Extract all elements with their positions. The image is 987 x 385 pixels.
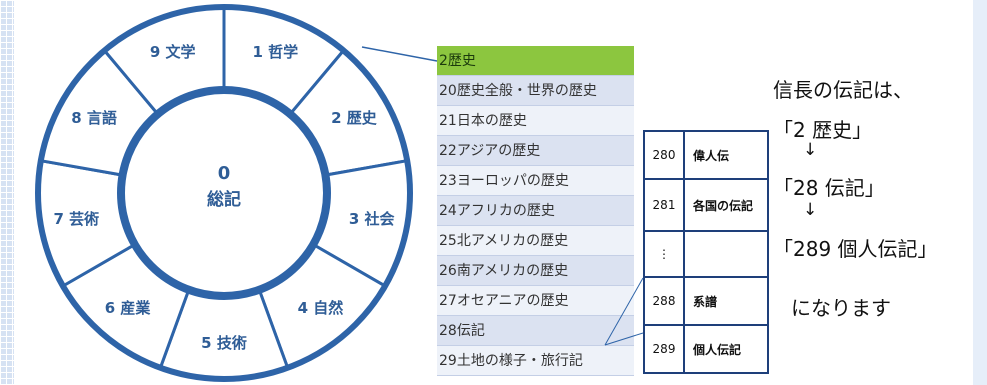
table-cell-number: 280	[645, 132, 685, 178]
list-item[interactable]: 29土地の様子・旅行記	[437, 346, 634, 376]
wheel-segment-label: 2 歴史	[331, 109, 378, 127]
table-row[interactable]: 280 偉人伝	[645, 132, 767, 180]
wheel-center-label: 総記	[207, 189, 241, 210]
table-row[interactable]: 281 各国の伝記	[645, 180, 767, 232]
wheel-segment-label: 9 文学	[150, 43, 196, 61]
table-cell-number: 288	[645, 278, 685, 324]
wheel-center-number: 0	[218, 163, 231, 184]
biography-detail-table: 280 偉人伝 281 各国の伝記 ⋮ 288 系譜 289 個人伝記	[643, 130, 769, 374]
table-row[interactable]: 289 個人伝記	[645, 326, 767, 372]
list-item[interactable]: 20歴史全般・世界の歴史	[437, 76, 634, 106]
table-cell-name: 個人伝記	[693, 342, 742, 357]
wheel-center-ring	[117, 86, 331, 300]
table-cell-number: 289	[645, 326, 685, 372]
classification-wheel: 1 哲学 2 歴史 3 社会 4 自然 5 技術 6 産業 7 芸術 8 言語 9 文学 0 総…	[35, 4, 413, 382]
table-cell-number: ⋮	[645, 232, 685, 276]
list-item[interactable]: 2歴史	[437, 46, 634, 76]
down-arrow-icon: ↓	[803, 200, 818, 220]
wheel-segment-label: 6 産業	[105, 299, 152, 317]
wheel-outer-ring	[35, 4, 413, 382]
explanation-step-biography: 「28 伝記」	[773, 176, 885, 200]
history-subdivision-list: 2歴史 20歴史全般・世界の歴史 21日本の歴史 22アジアの歴史 23ヨーロッ…	[437, 46, 634, 376]
list-item[interactable]: 28伝記	[437, 316, 634, 346]
down-arrow-icon: ↓	[803, 140, 818, 160]
table-cell-name: 各国の伝記	[693, 198, 754, 213]
list-item[interactable]: 26南アメリカの歴史	[437, 256, 634, 286]
wheel-segment-label: 7 芸術	[53, 210, 99, 228]
wheel-segment-label: 4 自然	[298, 299, 344, 317]
wheel-segment-label: 3 社会	[349, 210, 395, 228]
wheel-segment-label: 1 哲学	[252, 43, 298, 61]
list-item[interactable]: 22アジアの歴史	[437, 136, 634, 166]
explanation-intro: 信長の伝記は、	[773, 78, 913, 102]
explanation-step-individual: 「289 個人伝記」	[773, 237, 938, 261]
list-item[interactable]: 24アフリカの歴史	[437, 196, 634, 226]
table-cell-name	[685, 232, 767, 276]
table-cell-name: 偉人伝	[693, 148, 730, 163]
wheel-segment-label: 8 言語	[71, 109, 117, 127]
list-item[interactable]: 21日本の歴史	[437, 106, 634, 136]
list-item[interactable]: 25北アメリカの歴史	[437, 226, 634, 256]
list-item[interactable]: 23ヨーロッパの歴史	[437, 166, 634, 196]
wheel-segment-label: 5 技術	[201, 334, 247, 352]
table-cell-name: 系譜	[693, 294, 718, 309]
table-cell-number: 281	[645, 180, 685, 230]
list-item[interactable]: 27オセアニアの歴史	[437, 286, 634, 316]
table-row[interactable]: ⋮	[645, 232, 767, 278]
explanation-step-history: 「2 歴史」	[773, 118, 873, 142]
left-page-border	[0, 0, 14, 385]
table-row[interactable]: 288 系譜	[645, 278, 767, 326]
explanation-conclusion: になります	[791, 296, 891, 320]
right-page-border	[973, 0, 987, 385]
